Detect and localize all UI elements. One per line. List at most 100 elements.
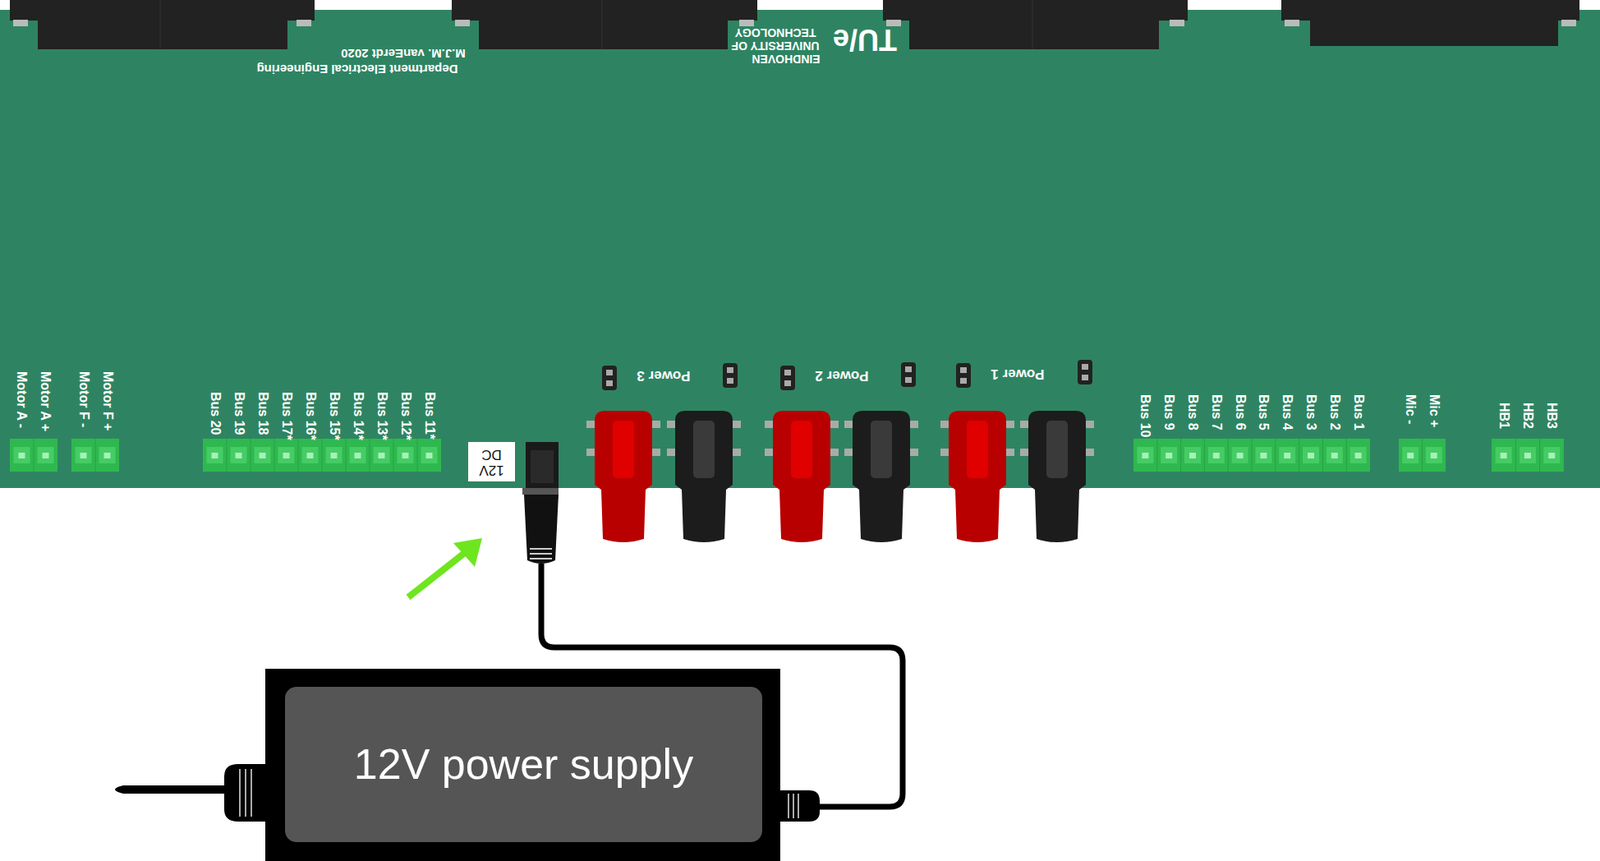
terminal-divider: [274, 438, 276, 472]
power-supply-housing: [265, 668, 781, 861]
university-name: UNIVERSITY OF: [731, 40, 819, 52]
university-name: EINDHOVEN: [751, 53, 820, 65]
terminal-hole: [1213, 452, 1220, 459]
terminal-hole: [1236, 452, 1244, 459]
node-text: 12V DC: [469, 445, 514, 477]
power-label: Power 1: [990, 367, 1044, 382]
terminal-divider: [1346, 438, 1348, 472]
jumper-pads: [602, 359, 1093, 391]
terminal-divider: [1227, 438, 1229, 472]
terminal-label: Mic -: [1403, 394, 1417, 424]
power-label: Power 2: [814, 368, 869, 383]
node-text: 12V power supply: [354, 740, 694, 788]
terminal-screw: [99, 446, 116, 464]
power-label: Power 3: [636, 368, 690, 383]
terminal-hole: [1355, 452, 1362, 459]
post-highlight: [1046, 420, 1068, 479]
pad-pin: [784, 369, 791, 376]
terminal-hole: [235, 452, 243, 459]
terminal-hole: [1430, 452, 1438, 459]
terminal-screw: [326, 446, 343, 464]
university-name: TECHNOLOGY: [735, 27, 817, 39]
pad-pin: [905, 377, 912, 383]
terminal-label: Bus 9: [1162, 394, 1176, 431]
pad-pin: [1081, 363, 1089, 370]
mains-pin: [114, 785, 226, 794]
terminal-label: Bus 18: [256, 391, 270, 435]
board-credit: M.J.M. vanEerdt 2020: [340, 47, 466, 60]
terminal-screw: [1232, 446, 1249, 464]
terminal-hole: [1189, 452, 1196, 459]
terminal-label: Bus 5: [1256, 394, 1270, 431]
post-highlight: [693, 420, 715, 479]
terminal-screw: [1184, 446, 1201, 464]
terminal-screw: [349, 446, 367, 464]
pad-pin: [905, 366, 912, 373]
connector-tab: [1561, 19, 1577, 27]
terminal-divider: [345, 438, 347, 472]
terminal-divider: [298, 438, 299, 472]
terminal-hole: [1548, 452, 1555, 459]
connector-tab: [739, 19, 755, 27]
terminal-label: Bus 15*: [327, 391, 341, 441]
terminal-screw: [1208, 446, 1225, 464]
terminal-hole: [42, 452, 50, 459]
terminal-hole: [378, 452, 386, 459]
terminal-screw: [1519, 446, 1536, 464]
terminal-hole: [1307, 452, 1315, 459]
terminal-label: Bus 7: [1209, 394, 1223, 431]
terminal-divider: [1204, 438, 1205, 472]
terminal-divider: [321, 438, 323, 472]
terminal-hole: [211, 452, 219, 459]
black-binding-post: [852, 410, 911, 543]
terminal-divider: [393, 438, 395, 472]
terminal-hole: [307, 452, 314, 459]
terminal-label: Motor A -: [14, 371, 28, 428]
pad-pin: [960, 367, 967, 373]
mains-plug-ridge: [250, 768, 253, 817]
terminal-label: Bus 10: [1138, 394, 1152, 437]
terminal-hole: [1524, 452, 1532, 459]
pad-pin: [1081, 374, 1089, 381]
terminal-divider: [1515, 438, 1517, 472]
connector-tab: [13, 19, 28, 27]
terminal-label: Bus 20: [208, 391, 222, 435]
plug-grip: [529, 547, 552, 550]
strain-relief: [780, 790, 820, 822]
mains-plug-ridge: [239, 768, 241, 817]
post-highlight: [870, 420, 892, 479]
terminal-label: Motor F -: [77, 371, 91, 428]
connector-divider: [1032, 0, 1034, 50]
pad-pin: [726, 377, 734, 384]
connector-body: [478, 0, 728, 50]
pad-pin: [606, 380, 613, 387]
red-binding-post: [772, 410, 831, 543]
dc-jack-inner: [530, 450, 554, 483]
connector-tab: [296, 19, 312, 27]
terminal-screw: [206, 446, 224, 464]
jumper-pad: [901, 362, 916, 387]
jumper-pad: [722, 363, 738, 388]
terminal-label: Bus 8: [1186, 394, 1200, 431]
terminal-label: HB1: [1497, 402, 1511, 429]
terminal-divider: [1539, 438, 1541, 472]
terminal-divider: [1156, 438, 1158, 472]
terminal-label: Bus 13*: [375, 391, 389, 441]
terminal-label: Bus 6: [1233, 394, 1247, 431]
connector-divider: [160, 0, 161, 50]
terminal-divider: [226, 438, 228, 472]
connector-body: [37, 0, 288, 50]
terminal-label: Bus 14*: [351, 391, 365, 441]
terminal-divider: [417, 438, 419, 472]
terminal-hole: [354, 452, 362, 459]
terminal-block: [1398, 438, 1446, 472]
terminal-block: [71, 438, 120, 472]
power-posts: [586, 410, 1095, 543]
terminal-screw: [1402, 446, 1419, 464]
terminal-block: [1133, 438, 1371, 472]
terminal-divider: [1274, 438, 1276, 472]
terminal-label: HB2: [1521, 402, 1535, 429]
dc-input-label: 12V DC: [468, 441, 515, 482]
pad-pin: [784, 380, 791, 387]
terminal-label: Motor A +: [38, 371, 52, 432]
